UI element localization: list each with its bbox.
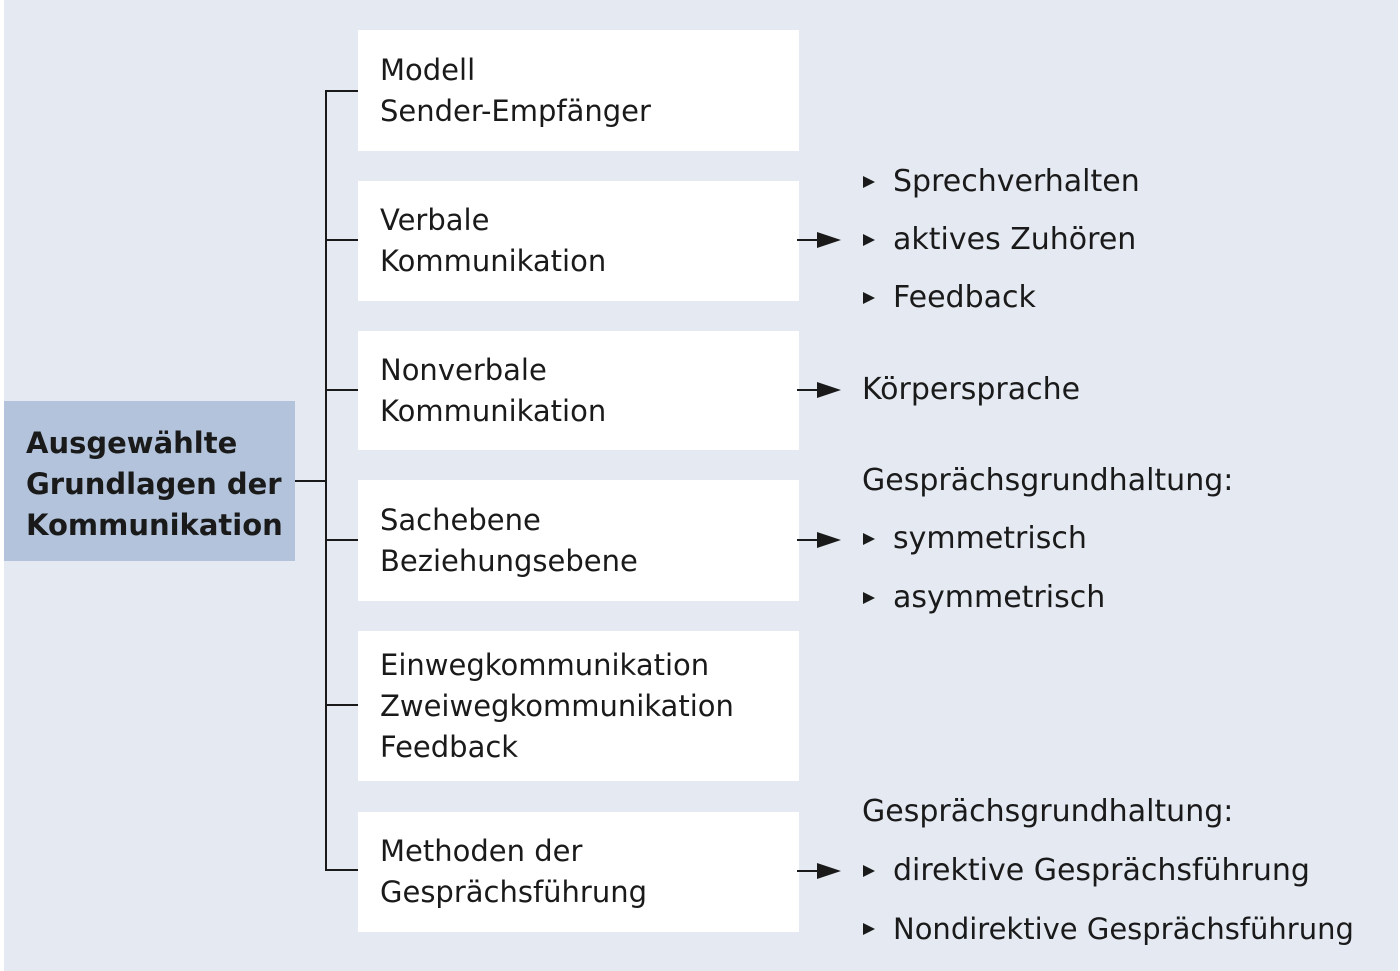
bracket-tick: [325, 90, 358, 92]
arrow-methoden: [797, 863, 841, 879]
box-label-line: Kommunikation: [380, 244, 607, 278]
box-nonverbale-kommunikation: Nonverbale Kommunikation: [358, 331, 799, 450]
bullet-icon: [863, 592, 875, 604]
box-label-line: Beziehungsebene: [380, 543, 638, 578]
detail-item: Sprechverhalten: [893, 164, 1140, 199]
bullet-icon: [863, 923, 875, 935]
detail-item: Nondirektive Gesprächsführung: [893, 912, 1354, 946]
box-label-line: Zweiwegkommunikation: [380, 688, 734, 723]
root-label-line: Grundlagen der: [26, 467, 282, 501]
box-label-line: Sachebene: [380, 502, 541, 537]
root-label-line: Kommunikation: [26, 508, 283, 542]
box-verbale-kommunikation: Verbale Kommunikation: [358, 181, 799, 301]
arrow-nonverbal: [797, 382, 841, 398]
bullet-icon: [863, 865, 875, 877]
detail-item: asymmetrisch: [893, 580, 1106, 615]
root-node: Ausgewählte Grundlagen der Kommunikation: [4, 401, 295, 561]
arrow-verbal: [797, 232, 841, 248]
bullet-icon: [863, 292, 875, 304]
box-label-line: Verbale: [380, 203, 490, 237]
detail-item: symmetrisch: [893, 521, 1087, 556]
bullet-icon: [863, 176, 875, 188]
detail-item: Körpersprache: [862, 372, 1081, 407]
box-label-line: Nonverbale: [380, 352, 547, 387]
detail-heading: Gesprächsgrundhaltung:: [862, 463, 1234, 498]
root-connector: [295, 480, 327, 482]
bracket-tick: [325, 389, 358, 391]
box-kommunikationswege: Einwegkommunikation Zweiwegkommunikation…: [358, 631, 799, 781]
box-label-line: Gesprächsführung: [380, 875, 648, 909]
bracket-spine: [325, 90, 327, 871]
bracket-tick: [325, 869, 358, 871]
box-sachebene: Sachebene Beziehungsebene: [358, 480, 799, 601]
box-label-line: Einwegkommunikation: [380, 647, 710, 682]
detail-item: direktive Gesprächsführung: [893, 853, 1310, 888]
root-label-line: Ausgewählte: [26, 426, 238, 460]
bracket-tick: [325, 539, 358, 541]
detail-item: aktives Zuhören: [893, 222, 1137, 257]
bullet-icon: [863, 533, 875, 545]
bracket-tick: [325, 704, 358, 706]
bracket-tick: [325, 239, 358, 241]
box-label-line: Kommunikation: [380, 393, 607, 428]
box-label-line: Feedback: [380, 729, 519, 764]
box-methoden: Methoden der Gesprächsführung: [358, 812, 799, 932]
box-label-line: Modell: [380, 52, 476, 87]
detail-item: Feedback: [893, 280, 1036, 315]
box-label-line: Sender-Empfänger: [380, 93, 651, 128]
bullet-icon: [863, 234, 875, 246]
box-label-line: Methoden der: [380, 834, 583, 868]
box-modell: Modell Sender-Empfänger: [358, 30, 799, 151]
arrow-sachebene: [797, 532, 841, 548]
detail-heading: Gesprächsgrundhaltung:: [862, 794, 1234, 829]
